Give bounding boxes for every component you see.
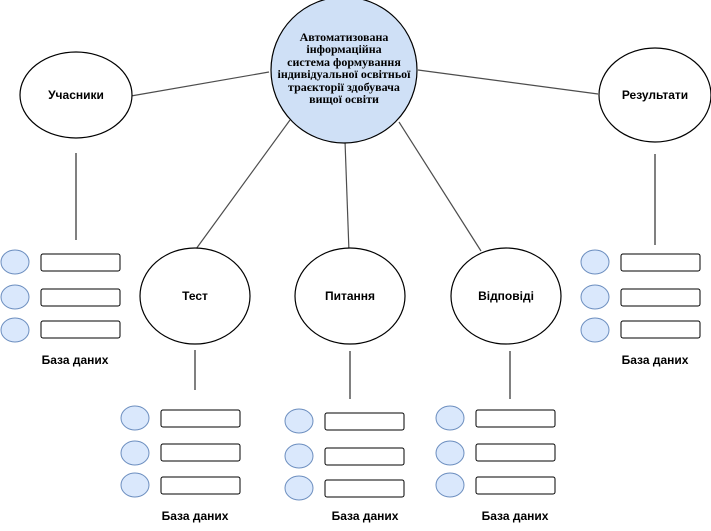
test-node: [139, 247, 251, 345]
central-title-line: вищої освіти: [309, 92, 379, 106]
central-system-node: [270, 0, 418, 144]
db-record-marker: [435, 472, 465, 498]
db-record-marker: [580, 249, 610, 275]
db-record-marker: [0, 249, 30, 275]
db-record-field: [475, 409, 556, 428]
db-record-field: [620, 288, 701, 307]
questions-label: Питання: [324, 289, 376, 303]
connector-center-test: [195, 119, 291, 250]
db-record-marker: [435, 440, 465, 466]
connector-center-answers: [398, 121, 482, 252]
db-record-marker: [284, 443, 314, 469]
central-title-line: Автоматизована: [299, 29, 389, 44]
database-participants: [0, 249, 121, 343]
db-record-field: [620, 253, 701, 272]
db-record-marker: [0, 317, 30, 343]
results-label: Результати: [621, 88, 689, 102]
test-label: Тест: [182, 289, 208, 303]
db-record-field: [475, 443, 556, 462]
db-record-marker: [284, 475, 314, 501]
database-results: [580, 249, 701, 343]
database-test: [120, 405, 241, 498]
answers-node: [450, 247, 562, 345]
db-record-marker: [580, 317, 610, 343]
db-record-field: [324, 447, 405, 466]
connector-center-results: [417, 69, 599, 95]
db-record-marker: [0, 284, 30, 310]
database-label-results: База даних: [621, 353, 689, 367]
db-record-field: [324, 479, 405, 498]
participants-label: Учасники: [48, 88, 104, 102]
db-record-field: [160, 409, 241, 428]
db-record-marker: [284, 408, 314, 434]
db-record-field: [160, 443, 241, 462]
db-record-field: [324, 412, 405, 431]
database-label-answers: База даних: [481, 509, 549, 523]
central-title-line: інформаційна: [306, 42, 382, 56]
connector-center-participants: [130, 71, 270, 97]
answers-label: Відповіді: [478, 289, 534, 303]
questions-node: [294, 247, 406, 345]
connector-center-questions: [344, 140, 350, 253]
db-record-field: [475, 476, 556, 495]
participants-node: [19, 51, 133, 139]
db-record-field: [40, 320, 121, 339]
database-answers: [435, 405, 556, 498]
central-title-line: система формування: [287, 54, 401, 69]
database-label-questions: База даних: [331, 509, 399, 523]
database-label-test: База даних: [161, 509, 229, 523]
db-record-field: [40, 253, 121, 272]
db-record-marker: [120, 440, 150, 466]
database-label-participants: База даних: [41, 353, 109, 367]
central-title-line: траєкторії здобувача: [288, 79, 400, 94]
db-record-field: [620, 320, 701, 339]
central-title-line: індивідуальної освітньої: [277, 67, 411, 81]
db-record-marker: [120, 405, 150, 431]
db-record-marker: [120, 472, 150, 498]
db-record-marker: [580, 284, 610, 310]
db-record-field: [40, 288, 121, 307]
db-record-field: [160, 476, 241, 495]
central-system-title: Автоматизована інформаційна система форм…: [266, 20, 422, 116]
results-node: [598, 47, 711, 143]
database-questions: [284, 408, 405, 501]
db-record-marker: [435, 405, 465, 431]
